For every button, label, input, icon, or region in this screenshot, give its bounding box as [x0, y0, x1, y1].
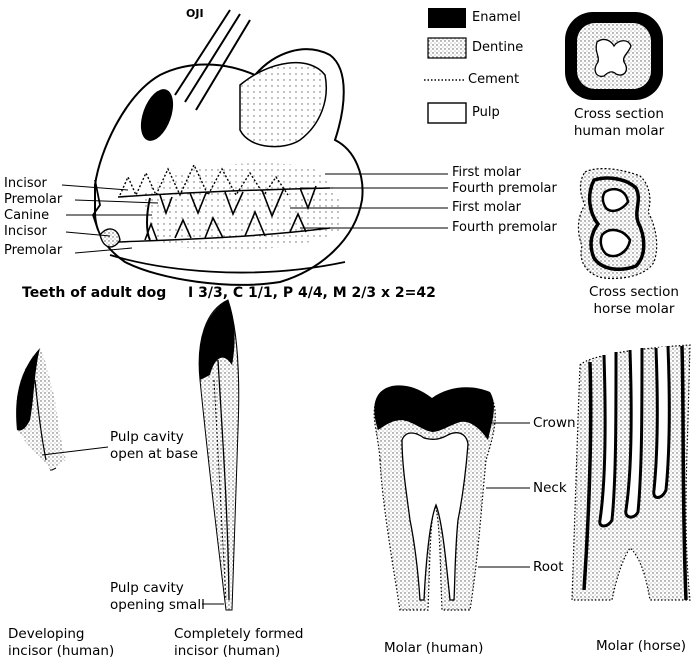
label-pulp-open: Pulp cavity open at base [110, 429, 198, 463]
label-pulp-small: Pulp cavity opening small [110, 580, 205, 614]
label-neck: Neck [533, 480, 567, 497]
label-line: opening small [110, 597, 205, 614]
cross-section-horse-molar [578, 169, 656, 279]
dog-skull-drawing [62, 10, 448, 285]
label-line: Pulp cavity [110, 580, 205, 597]
formula-title: Teeth of adult dog [22, 285, 166, 301]
top-mark: OJI [186, 6, 204, 21]
dog-label-incisor-lower: Incisor [4, 224, 47, 239]
pulp-swatch [428, 103, 466, 123]
caption-molar-horse: Molar (horse) [596, 638, 686, 655]
legend-dentine-label: Dentine [472, 40, 523, 55]
enamel-swatch [428, 8, 466, 28]
dog-label-incisor-upper: Incisor [4, 176, 47, 191]
caption-line: horse molar [572, 301, 696, 318]
dog-label-fourth-premolar-upper: Fourth premolar [452, 181, 557, 196]
dog-label-first-molar-upper: First molar [452, 165, 521, 180]
caption-line: incisor (human) [8, 643, 114, 660]
caption-line: Cross section [572, 284, 696, 301]
dog-label-canine: Canine [4, 208, 49, 223]
caption-cross-section-horse: Cross section horse molar [572, 284, 696, 318]
caption-line: incisor (human) [174, 643, 303, 660]
caption-line: Cross section [560, 106, 678, 123]
developing-incisor-drawing [16, 348, 108, 470]
dog-label-premolar-upper: Premolar [4, 192, 62, 207]
caption-line: Developing [8, 626, 114, 643]
cross-section-human-molar [565, 12, 663, 100]
label-root: Root [533, 559, 564, 576]
label-crown: Crown [533, 415, 576, 432]
formula-text: I 3/3, C 1/1, P 4/4, M 2/3 x 2=42 [188, 285, 436, 301]
caption-cross-section-human: Cross section human molar [560, 106, 678, 140]
legend-swatches [424, 8, 466, 123]
caption-developing-incisor: Developing incisor (human) [8, 626, 114, 660]
caption-molar-human: Molar (human) [384, 640, 483, 657]
legend-pulp-label: Pulp [472, 105, 500, 120]
caption-formed-incisor: Completely formed incisor (human) [174, 626, 303, 660]
dog-label-first-molar-lower: First molar [452, 200, 521, 215]
dental-formula: Teeth of adult dog I 3/3, C 1/1, P 4/4, … [22, 285, 436, 301]
legend-enamel-label: Enamel [472, 10, 521, 25]
label-line: open at base [110, 446, 198, 463]
horse-molar-drawing [572, 345, 690, 600]
label-line: Pulp cavity [110, 429, 198, 446]
dog-label-premolar-lower: Premolar [4, 243, 62, 258]
caption-line: Completely formed [174, 626, 303, 643]
human-molar-drawing [374, 385, 530, 610]
formed-incisor-drawing [199, 300, 239, 610]
dentine-swatch [428, 38, 466, 58]
dog-label-fourth-premolar-lower: Fourth premolar [452, 220, 557, 235]
legend-cement-label: Cement [468, 72, 519, 87]
caption-line: human molar [560, 123, 678, 140]
